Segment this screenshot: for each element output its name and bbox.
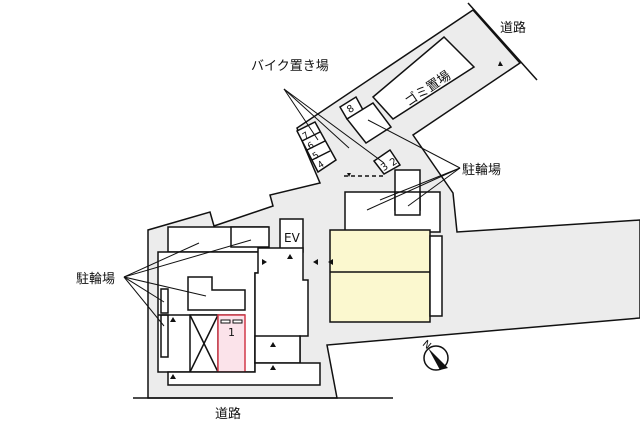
unit-1-highlight: [217, 314, 246, 373]
residential-building: [329, 229, 431, 323]
space-7: 7: [301, 131, 311, 142]
bike-spaces-4-7: [295, 121, 337, 174]
north-compass-icon: N: [420, 339, 449, 371]
road-label-bottom: 道路: [215, 406, 241, 422]
road-label-top: 道路: [500, 20, 526, 36]
space-1: 1: [228, 326, 235, 339]
space-8: 8: [345, 103, 356, 116]
garbage-area: [371, 35, 476, 120]
space-3: 3: [379, 161, 390, 174]
space-5: 5: [311, 151, 321, 162]
bike-area-box: [345, 102, 393, 144]
space-4: 4: [316, 159, 327, 171]
bicycle-parking-label-left: 駐輪場: [76, 271, 115, 287]
elevator-label: EV: [284, 231, 301, 245]
road-line-top: [467, 2, 538, 81]
bicycle-parking-label-right: 駐輪場: [462, 162, 501, 178]
bike-parking-label: バイク置き場: [251, 59, 329, 74]
bike-spaces-2-3: [372, 148, 402, 175]
space-6: 6: [306, 140, 317, 152]
space-2: 2: [388, 156, 399, 169]
